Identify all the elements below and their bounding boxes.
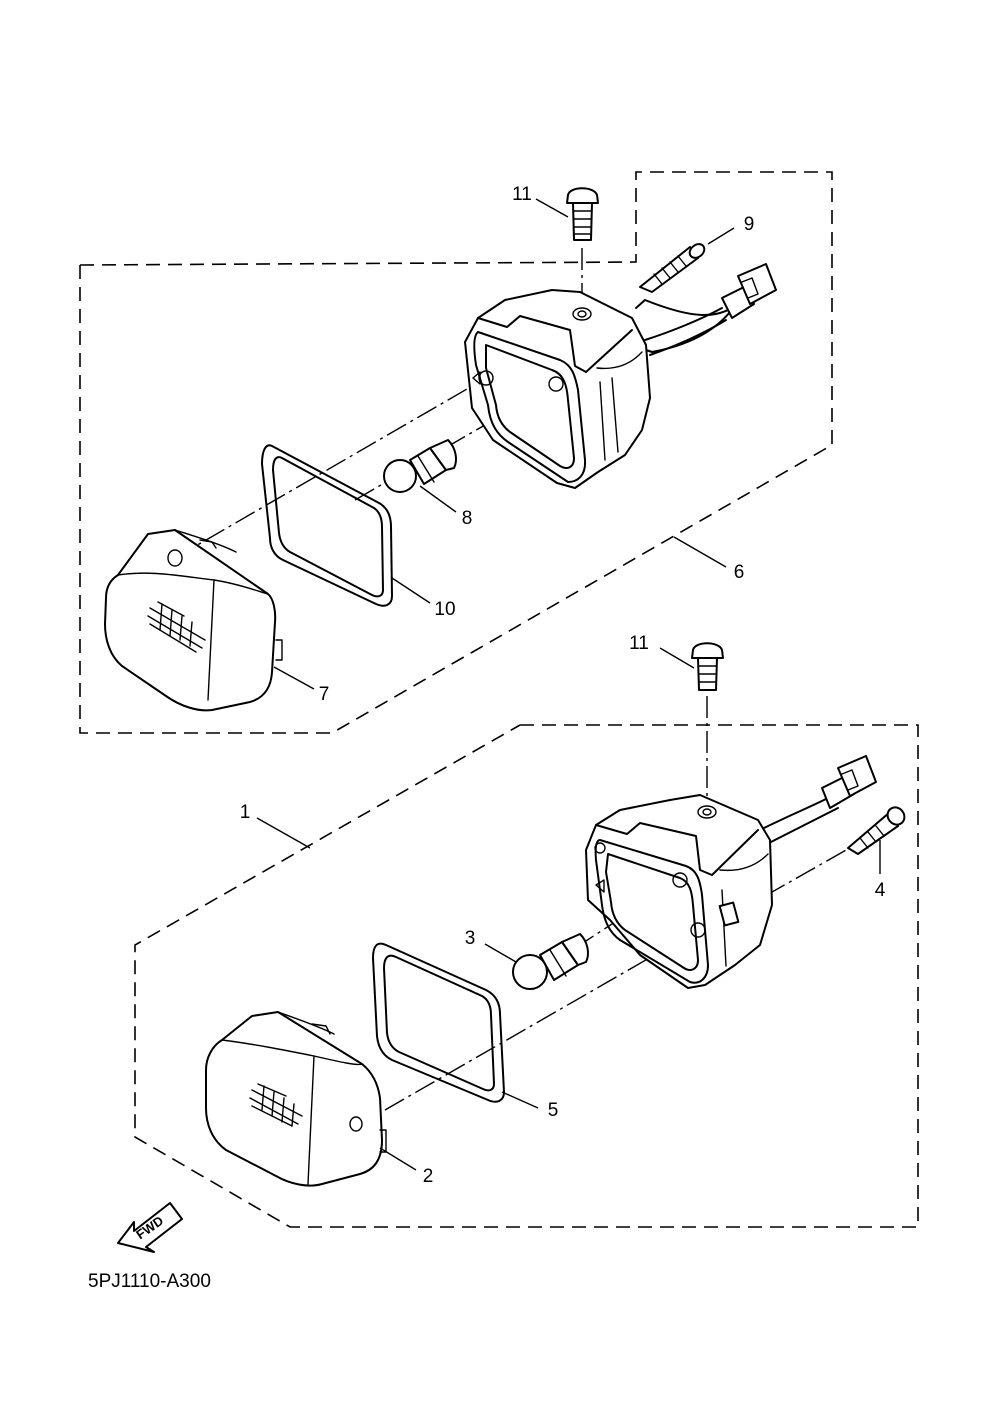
leader-6 [673, 536, 727, 568]
leader-10 [391, 577, 431, 604]
gasket-10 [261, 444, 393, 607]
callout-11-top: 11 [512, 184, 532, 205]
leader-11-top [535, 198, 569, 218]
callout-3: 3 [465, 928, 476, 949]
callout-4: 4 [875, 880, 886, 901]
wire-connector-upper [644, 263, 777, 356]
callout-6: 6 [734, 562, 745, 583]
assembly-6-boundary [79, 171, 833, 734]
screw-11-top [566, 187, 599, 241]
leader-8 [419, 485, 457, 513]
callout-8: 8 [462, 508, 473, 529]
centerline-lamp-left [174, 377, 487, 559]
lens-7 [104, 529, 283, 712]
callout-5: 5 [548, 1100, 559, 1121]
leader-1 [256, 817, 311, 849]
bulb-8 [383, 439, 457, 493]
screw-4 [847, 806, 906, 855]
diagram-code: 5PJ1110-A300 [88, 1271, 211, 1292]
assembly-group-1: 11 4 3 5 2 1 [134, 633, 919, 1228]
leader-11-bottom [659, 647, 695, 669]
screw-9 [639, 243, 706, 293]
leader-3 [484, 943, 517, 963]
assembly-1-boundary [134, 724, 919, 1228]
callout-11-bottom: 11 [629, 633, 649, 654]
flasher-housing-lower [585, 794, 839, 989]
leader-7 [273, 666, 315, 690]
gasket-5 [372, 942, 505, 1103]
leader-9 [707, 227, 735, 245]
callout-2: 2 [423, 1166, 434, 1187]
callout-1: 1 [240, 802, 251, 823]
leader-5 [501, 1091, 539, 1109]
wire-connector-lower [821, 755, 877, 809]
callout-10: 10 [434, 599, 455, 620]
lens-2 [205, 1011, 387, 1187]
bulb-3 [512, 933, 589, 990]
callout-9: 9 [744, 214, 755, 235]
centerline-screw-4 [734, 844, 856, 914]
fwd-arrow-icon: FWD [117, 1202, 183, 1253]
assembly-group-6: 11 9 8 10 7 6 [79, 171, 833, 734]
callout-7: 7 [319, 684, 330, 705]
flasher-housing-upper [464, 289, 743, 489]
screw-11-bottom [691, 642, 724, 691]
leader-2 [379, 1147, 417, 1171]
